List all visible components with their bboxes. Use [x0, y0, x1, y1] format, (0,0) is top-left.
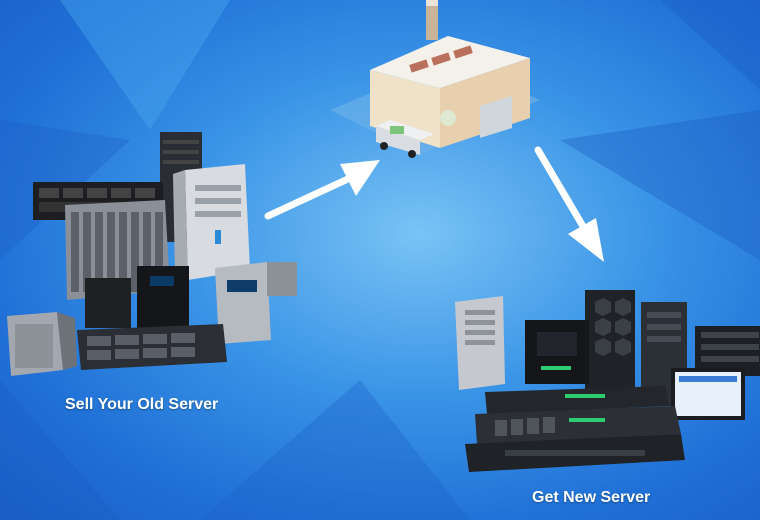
- micro-server: [525, 320, 589, 384]
- nas-small-left: [7, 312, 77, 376]
- truck-icon: [376, 120, 434, 158]
- old-servers-illustration: [7, 132, 297, 376]
- blade-chassis: [65, 200, 170, 300]
- tower-server-dark: [585, 290, 635, 400]
- rack-server-right: [695, 326, 760, 376]
- rack-storage-bottom: [77, 324, 227, 370]
- management-tablet-icon: [671, 368, 745, 420]
- nas-black: [85, 266, 189, 328]
- recycling-factory-icon: [330, 0, 540, 158]
- nas-silver-right: [215, 262, 297, 344]
- get-new-server-label: Get New Server: [532, 489, 651, 506]
- sell-old-server-label: Sell Your Old Server: [65, 396, 219, 413]
- rack-server-stack: [465, 386, 685, 472]
- factory-illustration: [330, 0, 540, 158]
- tower-server-white: [173, 164, 250, 280]
- new-servers-illustration: [455, 290, 760, 472]
- recycle-icon: [440, 110, 456, 126]
- tower-server-silver: [455, 296, 505, 390]
